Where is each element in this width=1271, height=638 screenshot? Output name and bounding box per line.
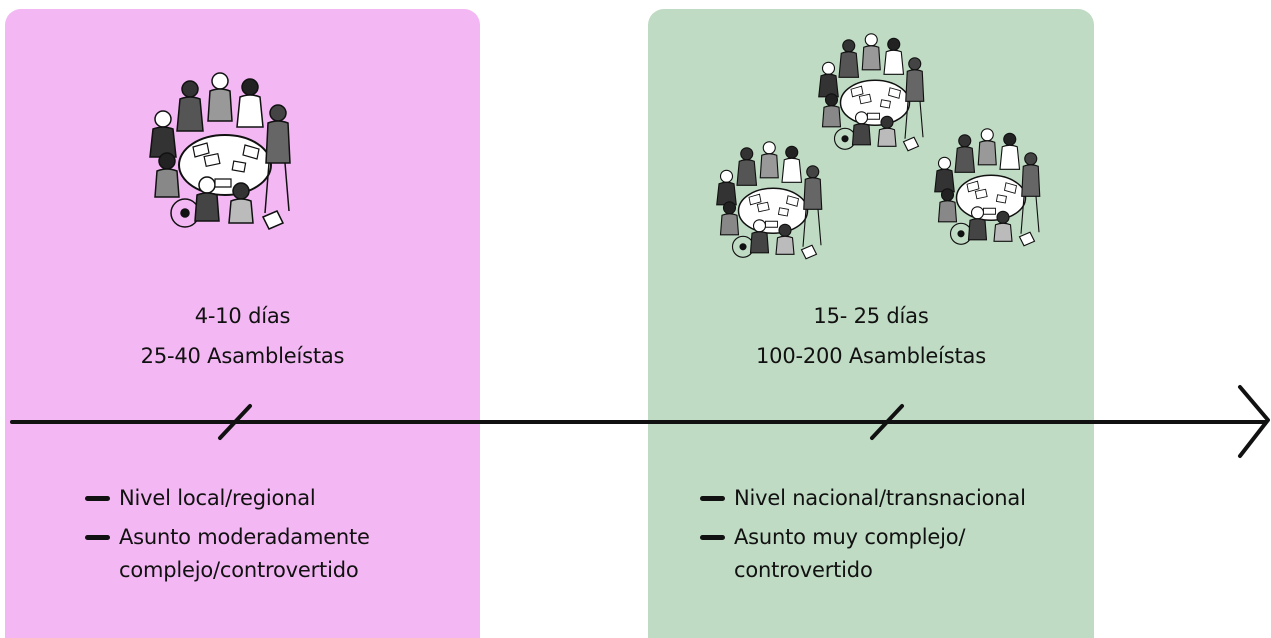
bullet-text: Nivel local/regional <box>119 486 316 510</box>
bullet-text: Nivel nacional/transnacional <box>734 486 1026 510</box>
bullet-item: Nivel nacional/transnacional <box>700 482 1060 515</box>
local-stage-tick <box>218 404 252 440</box>
dash-icon <box>700 535 725 540</box>
bullet-item: Asunto muy complejo/ controvertido <box>700 521 1060 587</box>
bullet-text: Asunto muy complejo/ controvertido <box>734 525 966 582</box>
local-assembly-panel: 4-10 días 25-40 Asambleístas Nivel local… <box>5 9 480 638</box>
bullet-item: Nivel local/regional <box>85 482 415 515</box>
national-members: 100-200 Asambleístas <box>756 344 986 368</box>
bullet-text: Asunto moderadamente complejo/controvert… <box>119 525 370 582</box>
bullet-item: Asunto moderadamente complejo/controvert… <box>85 521 415 587</box>
dash-icon <box>85 496 110 501</box>
local-bullet-list: Nivel local/regional Asunto moderadament… <box>85 482 415 587</box>
national-stage-tick <box>870 404 904 440</box>
national-duration: 15- 25 días <box>813 304 929 328</box>
local-members: 25-40 Asambleístas <box>140 344 345 368</box>
local-duration: 4-10 días <box>194 304 291 328</box>
national-assembly-panel: 15- 25 días 100-200 Asambleístas Nivel n… <box>648 9 1094 638</box>
national-bullet-list: Nivel nacional/transnacional Asunto muy … <box>700 482 1060 587</box>
dash-icon <box>700 496 725 501</box>
arrow-head-icon <box>1238 385 1270 458</box>
dash-icon <box>85 535 110 540</box>
